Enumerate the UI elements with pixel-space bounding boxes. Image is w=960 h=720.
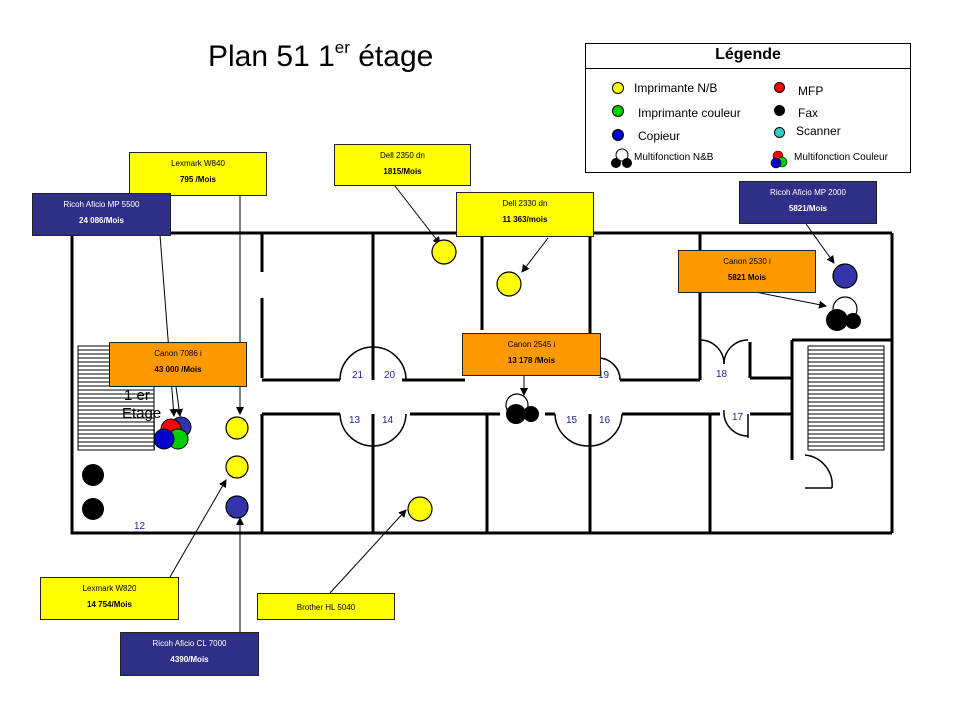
multifunction-bw-icon — [505, 393, 539, 424]
device-label: Brother HL 5040 — [257, 593, 395, 620]
printer-bw-icon — [431, 239, 457, 265]
legend: Légende Imprimante N/B MFP Imprimante co… — [585, 43, 911, 173]
room-number: 21 — [352, 370, 364, 381]
copier-icon — [225, 495, 249, 519]
legend-item-label: Multifonction Couleur — [794, 152, 888, 163]
legend-item-label: Copieur — [638, 129, 681, 143]
printer-bw-icon — [496, 271, 522, 297]
legend-divider — [586, 68, 910, 69]
multifunction-bw-icon — [826, 296, 861, 331]
legend-item-label: Scanner — [796, 124, 841, 138]
room-number: 16 — [599, 415, 611, 426]
room-number: 20 — [384, 370, 396, 381]
floor-label: Etage — [122, 405, 161, 422]
legend-red-dot-icon — [774, 82, 785, 93]
room-number: 13 — [349, 415, 361, 426]
fax-icon — [82, 498, 104, 520]
legend-title: Légende — [715, 46, 781, 63]
legend-item-label: Imprimante N/B — [634, 81, 718, 95]
room-number: 19 — [598, 370, 610, 381]
legend-cyan-dot-icon — [774, 127, 785, 138]
room-number: 17 — [732, 412, 744, 423]
page-title: Plan 51 1er étage — [208, 38, 434, 73]
fax-icon — [82, 464, 104, 486]
room-number: 15 — [566, 415, 578, 426]
legend-blue-dot-icon — [612, 129, 624, 141]
room-number: 14 — [382, 415, 394, 426]
device-markers — [82, 239, 861, 522]
multifunction-bw-icon — [611, 148, 632, 168]
copier-icon — [832, 263, 858, 289]
printer-bw-icon — [225, 455, 249, 479]
legend-item-label: Imprimante couleur — [638, 106, 741, 120]
printer-bw-icon — [225, 416, 249, 440]
multifunction-color-icon — [770, 150, 788, 169]
printer-bw-icon — [407, 496, 433, 522]
legend-item-label: MFP — [798, 84, 824, 98]
multifunction-color-icon — [153, 416, 192, 450]
legend-black-dot-icon — [774, 105, 785, 116]
legend-green-dot-icon — [612, 105, 624, 117]
room-number: 12 — [134, 521, 146, 532]
legend-item-label: Fax — [798, 106, 819, 120]
floor-label: 1 er — [124, 387, 150, 404]
legend-yellow-dot-icon — [612, 82, 624, 94]
legend-item-label: Multifonction N&B — [634, 152, 714, 163]
room-number: 18 — [716, 369, 728, 380]
staircase-right — [807, 345, 885, 451]
